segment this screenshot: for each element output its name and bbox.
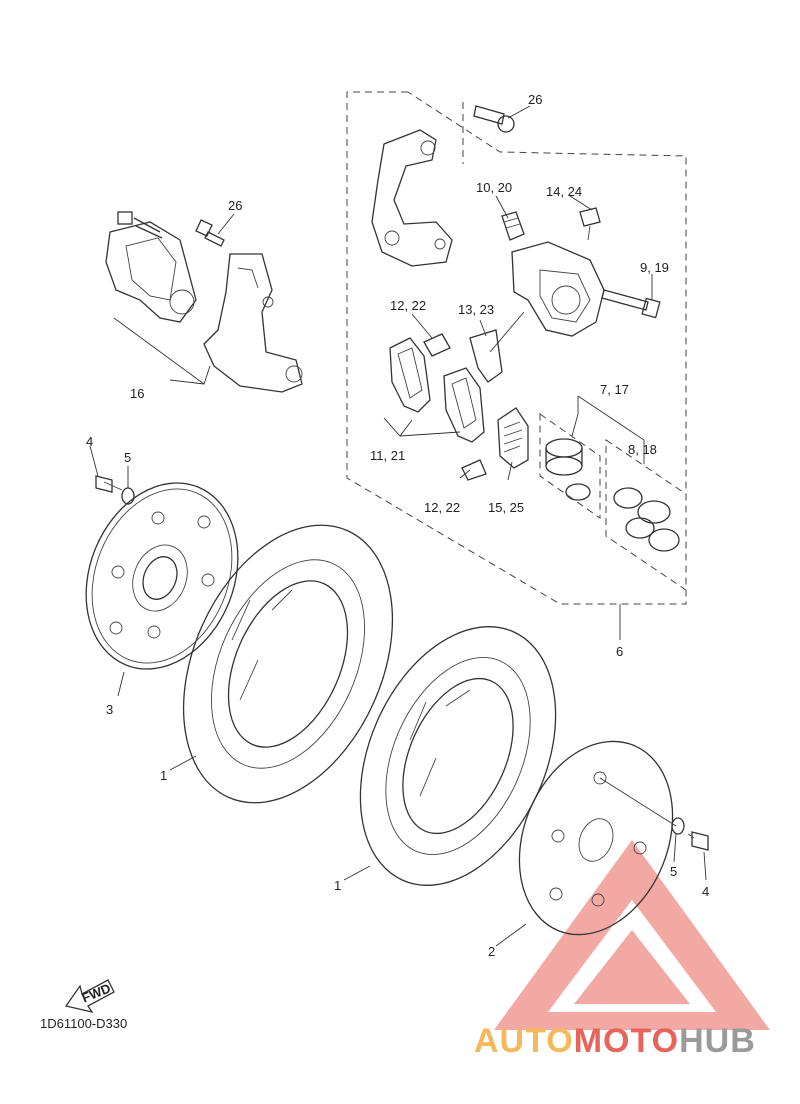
pad-spring-12-22-upper bbox=[423, 333, 451, 357]
bleed-screw bbox=[501, 211, 525, 241]
label-3: 3 bbox=[106, 702, 113, 717]
left-caliper-bracket bbox=[203, 253, 303, 393]
bolt-4-right bbox=[687, 831, 709, 851]
brake-pad-11-21 bbox=[389, 337, 431, 413]
seals bbox=[613, 487, 680, 552]
label-16: 16 bbox=[130, 386, 144, 401]
bolt-26-left bbox=[195, 219, 225, 247]
watermark-logo bbox=[494, 840, 770, 1030]
left-caliper bbox=[105, 211, 197, 323]
label-14-24: 14, 24 bbox=[546, 184, 582, 199]
caliper-assembly-box bbox=[346, 91, 687, 605]
label-4-right: 4 bbox=[702, 884, 709, 899]
label-13-23: 13, 23 bbox=[458, 302, 494, 317]
label-26-right: 26 bbox=[528, 92, 542, 107]
right-caliper bbox=[511, 241, 605, 337]
label-7-17: 7, 17 bbox=[600, 382, 629, 397]
pin-bolt bbox=[601, 289, 661, 319]
pistons bbox=[545, 438, 591, 501]
label-4-left: 4 bbox=[86, 434, 93, 449]
left-hub-plate bbox=[85, 482, 239, 670]
pad-support-13-23 bbox=[469, 329, 503, 383]
label-5-left: 5 bbox=[124, 450, 131, 465]
right-brake-disc bbox=[359, 626, 557, 886]
watermark-moto: MOTO bbox=[574, 1022, 679, 1060]
left-brake-disc bbox=[182, 524, 394, 804]
label-11-21: 11, 21 bbox=[370, 448, 405, 463]
label-8-18: 8, 18 bbox=[628, 442, 657, 457]
washer-5-right bbox=[671, 817, 685, 835]
right-hub-plate bbox=[518, 740, 674, 936]
watermark-hub: HUB bbox=[679, 1022, 756, 1060]
leader-lines bbox=[89, 105, 707, 947]
seal-kit-box bbox=[605, 439, 687, 591]
watermark-auto: AUTO bbox=[474, 1022, 574, 1060]
diagram-code: 1D61100-D330 bbox=[40, 1016, 127, 1031]
label-12-22-upper: 12, 22 bbox=[390, 298, 426, 313]
right-caliper-bracket bbox=[371, 129, 453, 267]
brake-pad-inner bbox=[443, 367, 485, 443]
pad-spring-12-22-lower bbox=[461, 459, 487, 481]
label-5-right: 5 bbox=[670, 864, 677, 879]
label-10-20: 10, 20 bbox=[476, 180, 512, 195]
piston-kit-box bbox=[539, 413, 601, 519]
label-1-left: 1 bbox=[160, 768, 167, 783]
bolt-26-right bbox=[473, 105, 515, 133]
label-15-25: 15, 25 bbox=[488, 500, 524, 515]
label-26-left: 26 bbox=[228, 198, 242, 213]
label-9-19: 9, 19 bbox=[640, 260, 669, 275]
small-bolt bbox=[579, 207, 601, 241]
watermark-text: AUTOMOTOHUB bbox=[474, 1022, 756, 1060]
label-12-22-lower: 12, 22 bbox=[424, 500, 460, 515]
washer-5-left bbox=[121, 487, 135, 505]
shim-15-25 bbox=[497, 407, 529, 469]
fwd-arrow-icon: FWD bbox=[64, 979, 115, 1014]
label-2: 2 bbox=[488, 944, 495, 959]
label-1-right: 1 bbox=[334, 878, 341, 893]
label-6: 6 bbox=[616, 644, 623, 659]
bolt-4-left bbox=[95, 475, 123, 493]
